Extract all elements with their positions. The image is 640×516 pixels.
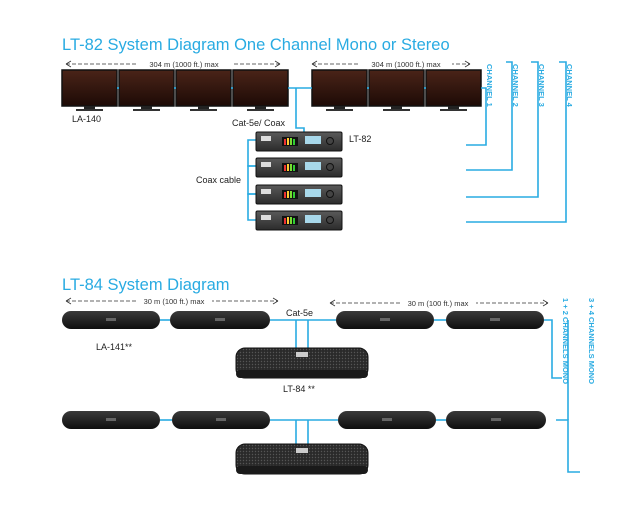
lt84-range-right-label: 30 m (100 ft.) max [408, 299, 469, 308]
channel-1-label: CHANNEL 1 [485, 64, 494, 107]
lt82-range-right: 304 m (1000 ft.) max [311, 58, 471, 69]
panel-radiator [425, 69, 482, 111]
bracket-34-label: 3 + 4 CHANNELS MONO [587, 298, 596, 384]
lt84-radiator-row-2 [62, 411, 546, 429]
radiator-pad [446, 411, 546, 429]
rack-unit [255, 157, 343, 178]
radiator-pad [446, 311, 544, 329]
panel-radiator [232, 69, 289, 111]
panel-radiator [61, 69, 118, 111]
lt84-cables [160, 319, 580, 473]
lt82-transmitter-stack [255, 131, 343, 231]
channel-3-label: CHANNEL 3 [537, 64, 546, 107]
lt84-transmitter [235, 347, 369, 379]
lt84-transmitter-label: LT-84 ** [283, 384, 315, 394]
rack-unit [255, 210, 343, 231]
lt82-coax-label: Coax cable [196, 175, 241, 185]
radiator-pad [338, 411, 436, 429]
lt84-range-left-label: 30 m (100 ft.) max [144, 297, 205, 306]
radiator-pad [170, 311, 270, 329]
rack-unit [255, 184, 343, 205]
bracket-12-label: 1 + 2 CHANNELS MONO [561, 298, 570, 384]
radiator-pad [336, 311, 434, 329]
lt82-range-right-label: 304 m (1000 ft.) max [371, 60, 440, 69]
lt82-cables [117, 61, 567, 223]
lt84-title: LT-84 System Diagram [62, 276, 230, 294]
panel-radiator [118, 69, 175, 111]
channel-2-label: CHANNEL 2 [511, 64, 520, 107]
radiator-pad [172, 411, 270, 429]
lt84-radiator-label: LA-141** [96, 342, 133, 352]
channel-4-label: CHANNEL 4 [565, 64, 574, 108]
lt82-cat5-label: Cat-5e/ Coax [232, 118, 286, 128]
lt84-radiator-row-1 [62, 311, 544, 329]
lt84-transmitter [235, 443, 369, 475]
lt82-panel-label: LA-140 [72, 114, 101, 124]
radiator-pad [62, 411, 160, 429]
lt84-cat5-label: Cat-5e [286, 308, 313, 318]
lt82-range-left-label: 304 m (1000 ft.) max [149, 60, 218, 69]
lt84-range-left: 30 m (100 ft.) max [65, 295, 279, 306]
panel-radiator [311, 69, 368, 111]
panel-radiator [368, 69, 425, 111]
lt82-panel-row [61, 69, 482, 111]
radiator-pad [62, 311, 160, 329]
lt82-transmitter-label: LT-82 [349, 134, 371, 144]
lt82-title: LT-82 System Diagram One Channel Mono or… [62, 36, 450, 54]
rack-unit [255, 131, 343, 152]
lt82-range-left: 304 m (1000 ft.) max [65, 58, 281, 69]
lt84-range-right: 30 m (100 ft.) max [329, 297, 549, 308]
panel-radiator [175, 69, 232, 111]
